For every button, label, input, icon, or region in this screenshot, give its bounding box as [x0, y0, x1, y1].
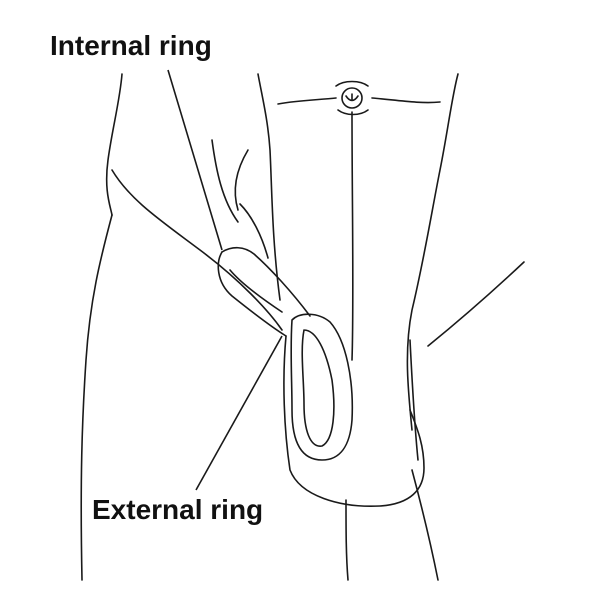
inner-right-leg — [411, 469, 439, 581]
inguinal-fold-2 — [234, 149, 249, 211]
left-groin-curve — [111, 169, 283, 331]
hernia-tube-upper — [221, 246, 311, 317]
inguinal-fold-3 — [239, 203, 269, 259]
hernia-tube-inner — [229, 269, 283, 313]
navel — [341, 87, 363, 109]
scrotal-sac-outer — [290, 313, 354, 461]
navel-arc — [335, 80, 369, 116]
external-ring-label: External ring — [92, 494, 264, 525]
scrotal-sac-inner — [301, 329, 335, 447]
abdominal-crease — [277, 97, 337, 105]
internal-ring-leader — [167, 69, 223, 251]
abdomen-right-contour — [406, 73, 459, 431]
navel-inner — [345, 93, 359, 102]
abdomen-left-contour — [257, 73, 281, 301]
internal-ring-label: Internal ring — [50, 30, 212, 61]
external-ring-leader — [195, 335, 283, 491]
abdominal-crease-right — [371, 97, 441, 104]
inner-left-leg — [345, 499, 349, 581]
linea-alba — [351, 111, 354, 361]
right-groin-line — [427, 261, 525, 347]
penis-outline — [409, 339, 419, 461]
scrotum-outline — [283, 335, 425, 507]
left-thigh-outline — [80, 214, 113, 581]
hernia-tube-outer — [217, 251, 287, 337]
inguinal-fold-1 — [211, 139, 239, 223]
left-hip-outline — [105, 73, 123, 216]
